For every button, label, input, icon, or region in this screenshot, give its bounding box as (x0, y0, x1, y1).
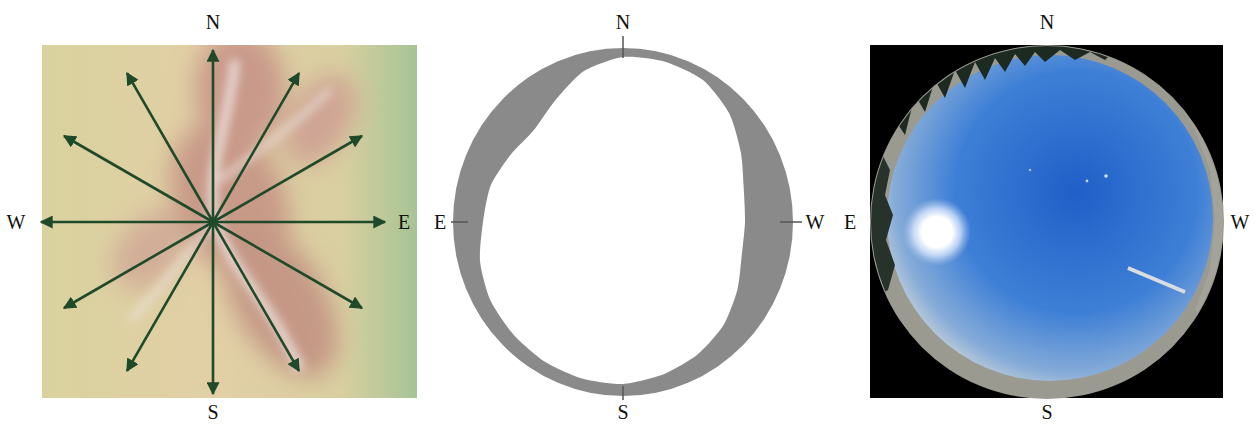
ridge-line (220, 90, 330, 180)
compass-label: N (616, 12, 630, 32)
terrain-map (42, 45, 417, 398)
tick-mark (451, 221, 468, 223)
tick-mark (622, 386, 624, 400)
direction-arrow (213, 222, 299, 371)
direction-arrow (213, 222, 362, 308)
direction-arrow (64, 136, 213, 222)
direction-arrow (64, 222, 213, 308)
photo-frame (870, 45, 1223, 398)
compass-label: W (806, 212, 825, 232)
terrain-ground (42, 45, 417, 398)
tick-mark (780, 221, 802, 223)
direction-arrow (213, 221, 385, 224)
lamp-post (1128, 268, 1185, 292)
obstructed-ring (453, 48, 793, 396)
ground-edge (1160, 60, 1224, 330)
direction-arrow (212, 222, 215, 394)
sky (887, 55, 1213, 381)
direction-arrow (213, 136, 362, 222)
direction-arrow (127, 222, 213, 371)
light-dot (1029, 169, 1031, 171)
light-dot (1086, 180, 1089, 183)
horizon-mask (451, 36, 802, 400)
direction-arrow (41, 221, 213, 224)
compass-label: E (844, 212, 856, 232)
direction-arrow (127, 73, 213, 222)
compass-label: N (1040, 12, 1054, 32)
compass-label: N (206, 12, 220, 32)
ridge (98, 45, 371, 396)
tick-mark (622, 36, 624, 58)
tree-line (880, 45, 1120, 150)
pole (1183, 340, 1190, 390)
sun (903, 198, 971, 266)
open-sky (480, 57, 745, 384)
compass-label: S (617, 402, 628, 422)
direction-arrow (212, 50, 215, 222)
direction-arrow (213, 73, 299, 222)
ground-rim (870, 45, 1224, 399)
direction-arrows (41, 50, 385, 394)
light-dot (1104, 174, 1108, 178)
compass-label: E (434, 212, 446, 232)
compass-label: W (7, 212, 26, 232)
compass-label: S (1041, 402, 1052, 422)
compass-label: E (398, 212, 410, 232)
ridge-highlight (130, 60, 330, 370)
ridge-part (98, 196, 202, 304)
compass-label: S (207, 402, 218, 422)
compass-label: W (1231, 212, 1250, 232)
ridge-line (130, 220, 215, 320)
fisheye-photo (870, 45, 1224, 399)
tree-line (870, 140, 895, 300)
